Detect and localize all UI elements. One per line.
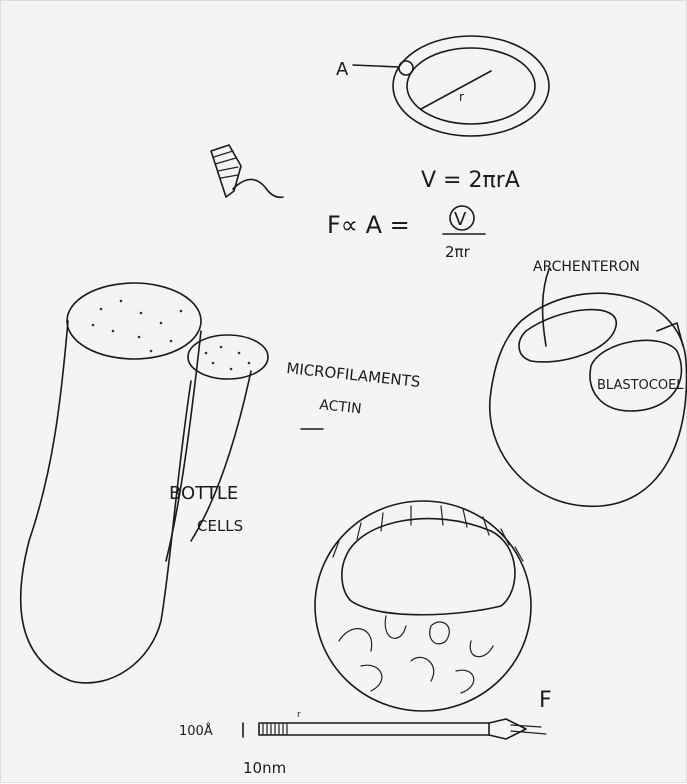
- archenteron-label: ARCHENTERON: [533, 259, 640, 275]
- rod-hatching: [263, 723, 287, 735]
- force-eq-left: F∝ A =: [327, 211, 410, 239]
- tail: [233, 179, 283, 197]
- filament-scale-diagram: 100Å r F 10nm: [179, 688, 552, 777]
- microfilaments-label: MICROFILAMENTS: [286, 359, 422, 391]
- rod-tip: [489, 719, 526, 739]
- gastrula-diagram: ARCHENTERON BLASTOCOEL: [490, 259, 687, 506]
- cells-label: CELLS: [197, 517, 243, 535]
- second-cell-side: [191, 371, 251, 541]
- a-label: A: [336, 59, 349, 80]
- filament-rod: [259, 723, 489, 735]
- bottle-cell-body: [21, 321, 191, 683]
- rod-r-label: r: [297, 710, 301, 720]
- yolk-cells: [339, 616, 493, 693]
- area-a-marker: [399, 61, 413, 75]
- bottle-label: BOTTLE: [169, 483, 238, 504]
- rod-fibers: [511, 725, 546, 734]
- bottle-cells-diagram: MICROFILAMENTS ACTIN BOTTLE CELLS: [21, 283, 421, 683]
- radius-line: [421, 71, 491, 109]
- outer-ring: [393, 36, 549, 136]
- blastocoel-label: BLASTOCOEL: [597, 378, 684, 393]
- angstrom-label: 100Å: [179, 723, 213, 739]
- blastula-cavity: [342, 519, 515, 615]
- small-cell-sketch: [211, 145, 283, 197]
- f-label: F: [539, 688, 552, 713]
- a-pointer: [353, 65, 399, 67]
- r-label: r: [459, 90, 464, 104]
- cross-section-diagram: A r: [336, 36, 549, 136]
- force-eq-numerator: V: [454, 209, 467, 230]
- inner-ring: [407, 48, 535, 124]
- blastocoel-cavity: [590, 340, 681, 411]
- volume-equation: V = 2πrA: [421, 168, 520, 193]
- blastula-diagram: [315, 501, 531, 711]
- archenteron-pointer: [543, 269, 549, 346]
- scale-label: 10nm: [243, 759, 286, 777]
- bottle-cell-top: [67, 283, 201, 359]
- force-equation: F∝ A = V 2πr: [327, 206, 485, 261]
- actin-label: ACTIN: [319, 397, 363, 417]
- force-eq-denominator: 2πr: [445, 243, 471, 261]
- bottle-cell-side: [166, 331, 201, 561]
- gastrula-outline: [490, 293, 687, 506]
